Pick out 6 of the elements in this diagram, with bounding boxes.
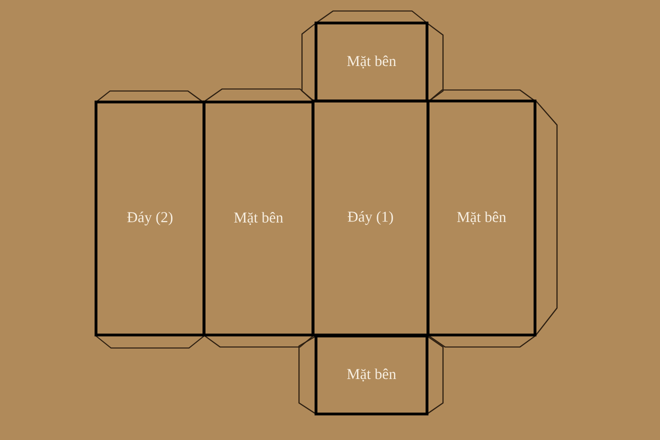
face-panel: Mặt bên <box>202 100 314 336</box>
face-panel: Đáy (2) <box>94 100 206 336</box>
face-panel: Mặt bên <box>314 334 428 416</box>
face-panel: Đáy (1) <box>312 100 430 336</box>
face-panel: Mặt bên <box>426 100 536 336</box>
face-panel: Mặt bên <box>314 22 428 102</box>
